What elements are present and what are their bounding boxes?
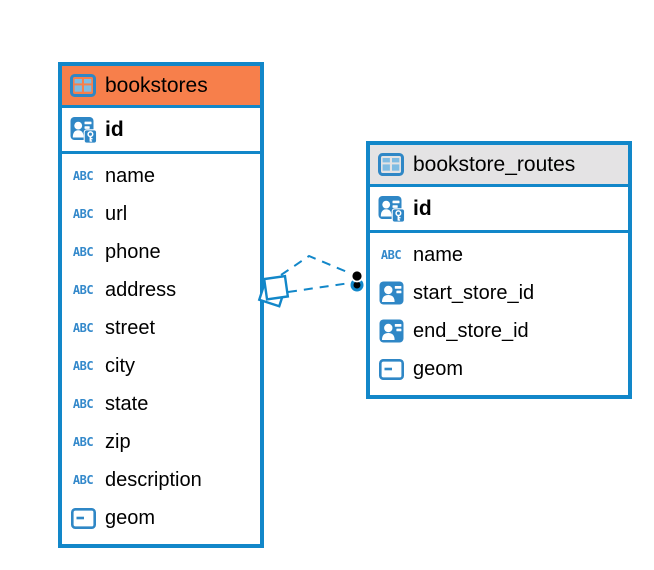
field-name: description bbox=[105, 468, 202, 491]
geometry-type-icon bbox=[377, 358, 405, 380]
field-name: end_store_id bbox=[413, 319, 529, 342]
field-row-name[interactable]: ABC name bbox=[62, 157, 260, 195]
field-name: start_store_id bbox=[413, 281, 535, 304]
field-row-description[interactable]: ABC description bbox=[62, 461, 260, 499]
field-row-name[interactable]: ABC name bbox=[370, 236, 628, 274]
relationship-line-lower[interactable] bbox=[287, 282, 351, 293]
table-icon bbox=[377, 153, 405, 176]
field-row-zip[interactable]: ABC zip bbox=[62, 423, 260, 461]
geometry-type-icon bbox=[69, 507, 97, 529]
field-name: zip bbox=[105, 430, 131, 453]
field-name: city bbox=[105, 354, 135, 377]
field-name: address bbox=[105, 278, 177, 301]
table-bookstores[interactable]: bookstores id A bbox=[58, 62, 264, 548]
text-type-icon: ABC bbox=[72, 169, 94, 183]
text-type-icon: ABC bbox=[72, 397, 94, 411]
field-row-geom[interactable]: geom bbox=[370, 350, 628, 388]
field-name: id bbox=[105, 117, 124, 141]
person-key-icon bbox=[377, 195, 405, 223]
table-bookstore-routes[interactable]: bookstore_routes id bbox=[366, 141, 632, 399]
field-name: name bbox=[413, 243, 464, 266]
field-name: id bbox=[413, 196, 432, 220]
one-end-marker bbox=[350, 269, 364, 292]
field-row-street[interactable]: ABC street bbox=[62, 309, 260, 347]
field-row-url[interactable]: ABC url bbox=[62, 195, 260, 233]
field-row-state[interactable]: ABC state bbox=[62, 385, 260, 423]
table-bookstore-routes-fields: ABC name start_store_id bbox=[370, 233, 628, 388]
field-row-bookstores-id[interactable]: id bbox=[62, 108, 260, 154]
field-row-address[interactable]: ABC address bbox=[62, 271, 260, 309]
text-type-icon: ABC bbox=[72, 245, 94, 259]
text-type-icon: ABC bbox=[72, 473, 94, 487]
table-title: bookstore_routes bbox=[413, 152, 576, 176]
text-type-icon: ABC bbox=[72, 359, 94, 373]
field-name: name bbox=[105, 164, 156, 187]
person-key-icon bbox=[69, 116, 97, 144]
field-name: url bbox=[105, 202, 128, 225]
table-bookstores-header[interactable]: bookstores bbox=[62, 66, 260, 108]
table-icon bbox=[69, 74, 97, 97]
foreign-key-icon bbox=[377, 281, 405, 305]
table-title: bookstores bbox=[105, 73, 208, 97]
field-name: geom bbox=[413, 357, 464, 380]
foreign-key-icon bbox=[377, 319, 405, 343]
table-bookstore-routes-header[interactable]: bookstore_routes bbox=[370, 145, 628, 187]
field-row-city[interactable]: ABC city bbox=[62, 347, 260, 385]
relationship-line-upper[interactable] bbox=[280, 254, 353, 276]
text-type-icon: ABC bbox=[72, 321, 94, 335]
text-type-icon: ABC bbox=[72, 207, 94, 221]
field-row-start-store-id[interactable]: start_store_id bbox=[370, 274, 628, 312]
text-type-icon: ABC bbox=[72, 283, 94, 297]
table-bookstores-fields: ABC name ABC url ABC phone ABC address A… bbox=[62, 154, 260, 537]
field-name: geom bbox=[105, 506, 156, 529]
field-name: street bbox=[105, 316, 156, 339]
field-row-routes-id[interactable]: id bbox=[370, 187, 628, 233]
field-name: phone bbox=[105, 240, 161, 263]
field-row-phone[interactable]: ABC phone bbox=[62, 233, 260, 271]
field-row-geom[interactable]: geom bbox=[62, 499, 260, 537]
field-row-end-store-id[interactable]: end_store_id bbox=[370, 312, 628, 350]
text-type-icon: ABC bbox=[380, 248, 402, 262]
field-name: state bbox=[105, 392, 149, 415]
text-type-icon: ABC bbox=[72, 435, 94, 449]
